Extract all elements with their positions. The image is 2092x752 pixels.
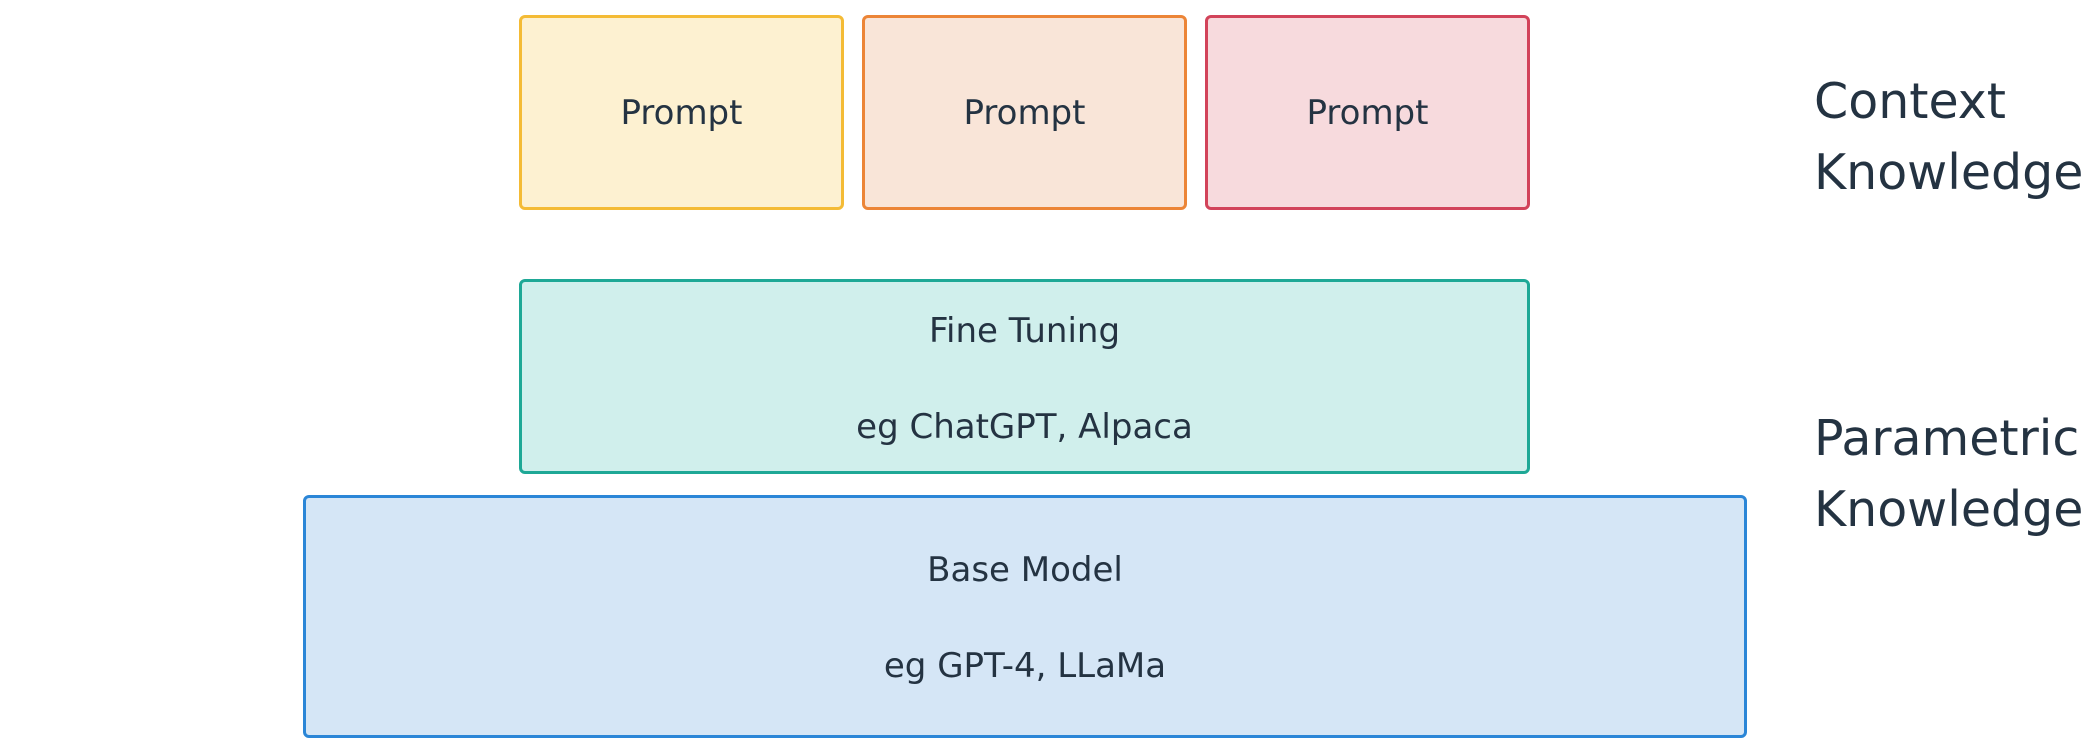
context-knowledge-label: Context Knowledge (1814, 66, 2083, 208)
base-model-examples: eg GPT-4, LLaMa (883, 646, 1167, 686)
context-label-line2: Knowledge (1814, 144, 2084, 201)
prompt-label: Prompt (963, 92, 1086, 133)
prompt-label: Prompt (1306, 92, 1429, 133)
fine-tuning-examples: eg ChatGPT, Alpaca (856, 407, 1193, 447)
prompt-box-3: Prompt (1205, 15, 1530, 210)
parametric-label-line2: Knowledge (1814, 481, 2084, 538)
fine-tuning-box: Fine Tuning eg ChatGPT, Alpaca (519, 279, 1530, 474)
parametric-label-line1: Parametric (1814, 410, 2080, 467)
base-model-title: Base Model (927, 550, 1123, 590)
parametric-knowledge-label: Parametric Knowledge (1814, 403, 2083, 545)
base-model-box: Base Model eg GPT-4, LLaMa (303, 495, 1747, 738)
context-label-line1: Context (1814, 73, 2006, 130)
prompt-box-1: Prompt (519, 15, 844, 210)
prompt-label: Prompt (620, 92, 743, 133)
fine-tuning-title: Fine Tuning (928, 311, 1121, 351)
prompt-box-2: Prompt (862, 15, 1187, 210)
